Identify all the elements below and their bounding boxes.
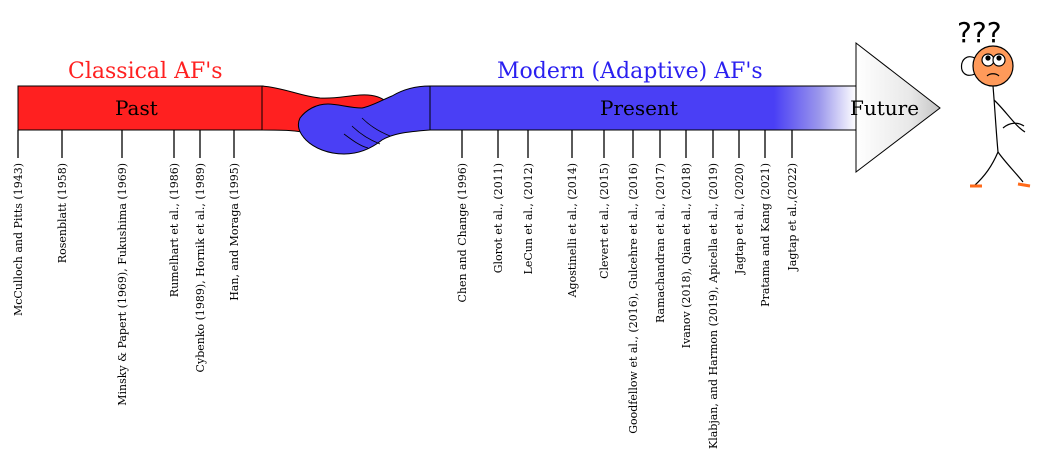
modern-ref-label-8: Klabjan, and Harmon (2019), Apicella et …	[707, 163, 720, 449]
modern-ref-label-0: Chen and Change (1996)	[456, 163, 469, 303]
modern-ref-label-6: Ramachandran et al., (2017)	[654, 163, 667, 323]
future-label: Future	[850, 96, 919, 120]
classical-ref-label-1: Rosenblatt (1958)	[56, 163, 69, 263]
present-band	[430, 86, 775, 130]
modern-ref-label-5: Goodfellow et al., (2016), Gulcehre et a…	[627, 163, 640, 434]
modern-ref-label-3: Agostinelli et al., (2014)	[566, 163, 579, 298]
modern-ref-label-10: Pratama and Kang (2021)	[759, 163, 772, 307]
thinking-person-icon: ???	[957, 16, 1031, 188]
past-label: Past	[115, 96, 158, 120]
classical-ref-label-0: McCulloch and Pitts (1943)	[12, 163, 25, 316]
modern-ref-label-2: LeCun et al., (2012)	[522, 163, 535, 274]
future-arrow	[855, 41, 941, 174]
past-band	[17, 85, 264, 131]
modern-ref-label-7: Ivanov (2018), Qian et al., (2018)	[680, 163, 693, 348]
classical-ref-label-4: Cybenko (1989), Hornik et al., (1989)	[194, 163, 207, 372]
classical-ref-label-2: Minsky & Papert (1969), Fukushima (1969)	[116, 163, 129, 406]
present-label: Present	[600, 96, 678, 120]
modern-title: Modern (Adaptive) AF's	[497, 59, 763, 84]
timeline-ticks: McCulloch and Pitts (1943) Rosenblatt (19…	[12, 130, 799, 449]
modern-ref-label-1: Glorot et al., (2011)	[492, 163, 505, 273]
classical-ref-label-5: Han, and Moraga (1995)	[228, 163, 241, 301]
present-fade	[774, 86, 856, 130]
modern-ref-label-9: Jagtap et al., (2020)	[733, 163, 746, 275]
modern-ref-label-4: Clevert et al., (2015)	[598, 163, 611, 279]
modern-ref-label-11: Jagtap et al.,(2022)	[786, 163, 799, 272]
handshake-icon	[261, 85, 431, 155]
classical-title: Classical AF's	[68, 59, 223, 84]
question-marks: ???	[957, 16, 1002, 49]
classical-ref-label-3: Rumelhart et al., (1986)	[168, 163, 181, 297]
